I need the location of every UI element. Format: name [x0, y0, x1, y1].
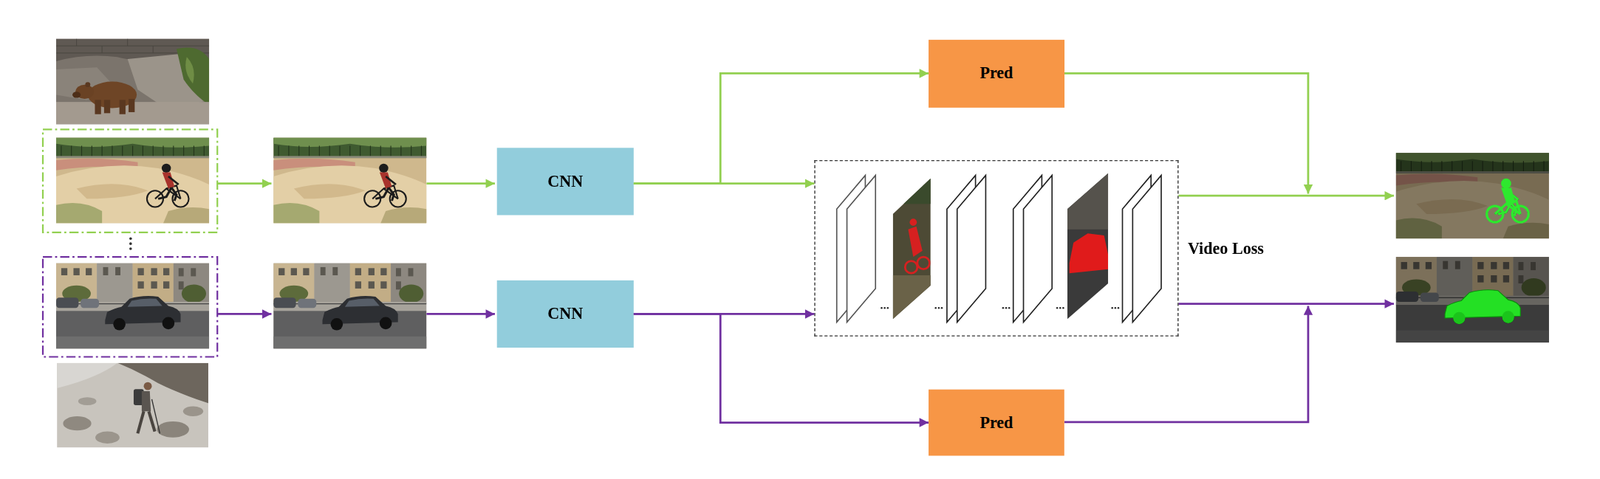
masked-frame [907, 226, 922, 258]
ellipsis-dots [880, 307, 882, 309]
ellipsis-dots [938, 307, 940, 309]
masked-frame [1061, 168, 1115, 327]
masked-frame [887, 173, 939, 327]
ellipsis-dots [887, 307, 889, 309]
node-label: Pred [979, 413, 1013, 433]
connector-arrow [633, 313, 815, 316]
node-label: Video Loss [1187, 239, 1264, 258]
masked-frame [887, 275, 939, 327]
ellipsis-dots [1056, 307, 1058, 309]
masked-frame [909, 218, 917, 227]
connector-arrow [633, 182, 815, 185]
node-label: Pred [979, 64, 1013, 83]
flow-arrow [426, 182, 495, 185]
masked-frame [1069, 233, 1109, 274]
output-photo [1501, 178, 1512, 190]
output-photo [1511, 203, 1517, 217]
selection-bracket [42, 129, 218, 233]
frame-stack [1132, 175, 1162, 323]
ellipsis-dots [941, 307, 943, 309]
bear-photo [56, 38, 210, 125]
pred-box: Pred [928, 39, 1065, 108]
car-photo [273, 262, 427, 349]
output-photo [1501, 310, 1515, 324]
output-photo [1501, 187, 1516, 205]
connector-arrow [633, 313, 929, 423]
masked-frame [917, 257, 931, 270]
flow-arrow [217, 182, 272, 185]
ellipsis-dots [880, 307, 1120, 309]
car-photo [56, 262, 210, 349]
connector-arrow [633, 73, 929, 184]
cnn-box: CNN [497, 147, 634, 215]
output-photo [1396, 152, 1550, 239]
video-loss-box: Video Loss [814, 160, 1179, 337]
ellipsis-dots [1062, 307, 1064, 309]
ellipsis-dots [1110, 307, 1113, 309]
ellipsis-dots [1114, 307, 1117, 309]
frame-stack [957, 175, 987, 323]
flow-arrow [1064, 73, 1309, 194]
flow-arrow [217, 73, 1394, 196]
output-photo [1498, 203, 1512, 215]
ellipsis-dots [883, 307, 885, 309]
selection-bracket [42, 257, 218, 357]
output-photo [1396, 152, 1550, 239]
cyclist-photo [273, 137, 427, 224]
flow-arrow [1178, 302, 1394, 306]
masked-frame [1061, 168, 1115, 327]
ellipsis-dots [1117, 307, 1120, 309]
ellipsis-dots [1059, 307, 1061, 309]
masked-frame [904, 261, 918, 275]
output-photo [1453, 312, 1466, 326]
flow-arrow [426, 313, 495, 316]
masked-frame [1061, 168, 1115, 230]
masked-frame [887, 173, 939, 327]
output-photo [1396, 257, 1550, 343]
flow-arrow [1064, 305, 1309, 422]
masked-frame [887, 173, 939, 204]
vertical-ellipsis [129, 247, 133, 251]
ellipsis-dots [1002, 307, 1004, 309]
frame-stack [836, 175, 1162, 323]
vertical-ellipsis [129, 242, 133, 246]
pred-box: Pred [928, 390, 1065, 457]
hiker-photo [56, 363, 209, 449]
frame-stack [1023, 175, 1053, 323]
ellipsis-dots [934, 307, 936, 309]
output-photo [1396, 257, 1550, 343]
ellipsis-dots [1005, 307, 1007, 309]
output-photo [1396, 152, 1550, 239]
flow-arrow [1178, 195, 1394, 198]
ellipsis-dots [1008, 307, 1010, 309]
node-label: CNN [547, 172, 583, 191]
node-label: CNN [547, 305, 583, 324]
vertical-ellipsis [129, 237, 133, 241]
output-photo [1396, 257, 1550, 343]
frame-stack [847, 175, 877, 323]
flow-arrow [217, 304, 1394, 423]
cnn-box: CNN [497, 280, 634, 348]
vertical-ellipsis [129, 237, 133, 250]
cyclist-photo [56, 137, 210, 224]
flow-arrow [217, 313, 272, 316]
